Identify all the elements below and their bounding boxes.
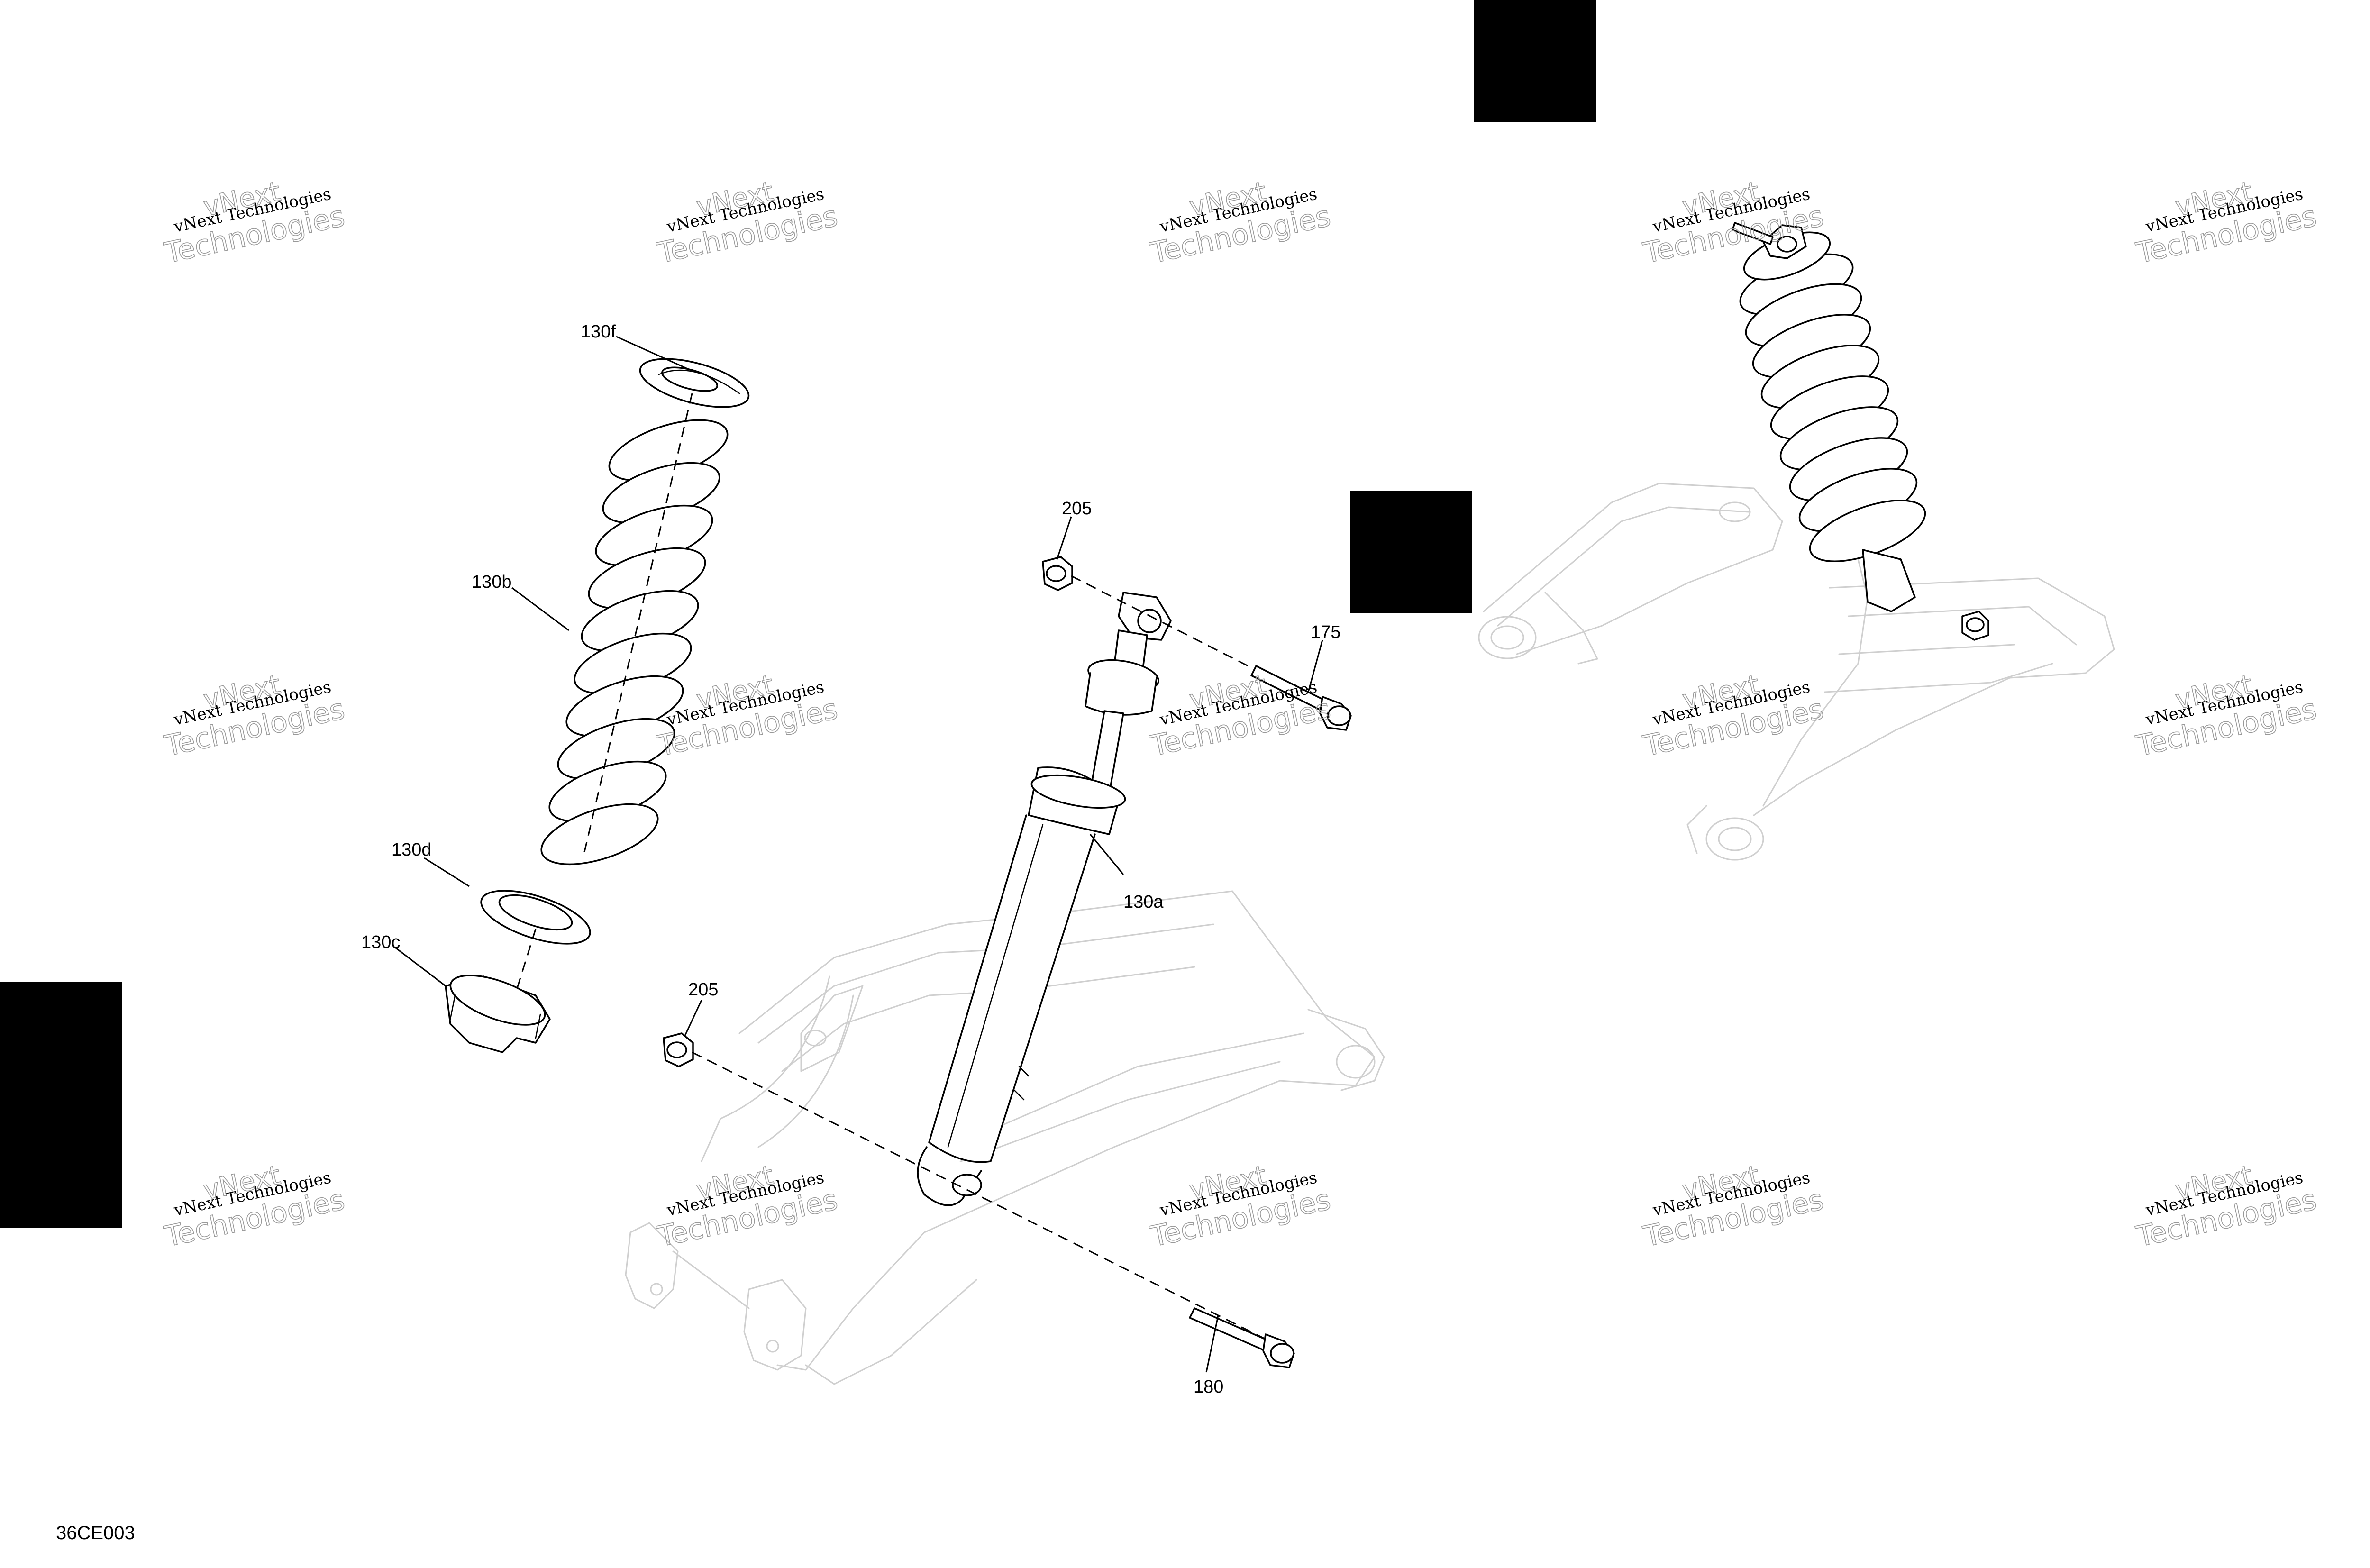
bolt-175 [1250, 665, 1352, 731]
nut-205-lower [663, 1032, 694, 1067]
watermark: vNext Technologies Technologies vNext [654, 1159, 841, 1254]
watermark: vNext Technologies Technologies vNext [654, 669, 841, 763]
assembled-view [1478, 222, 2115, 861]
shock-absorber-130a [917, 592, 1172, 1206]
watermark: vNext Technologies Technologies vNext [2133, 669, 2320, 763]
diagram-code: 36CE003 [56, 1522, 135, 1543]
watermark: vNext Technologies Technologies vNext [1640, 1159, 1827, 1254]
callout-205-lower: 205 [688, 980, 718, 1000]
watermark: vNext Technologies Technologies vNext [161, 176, 348, 270]
watermark: vNext Technologies Technologies vNext [1147, 176, 1334, 270]
callout-175: 175 [1311, 622, 1340, 642]
spring-retainer-130f [639, 358, 750, 408]
page-tab-middle [1350, 491, 1472, 613]
spring-seat-130d [480, 890, 591, 1005]
watermark: vNext Technologies Technologies vNext [161, 1159, 348, 1254]
watermark: vNext Technologies Technologies vNext [2133, 176, 2320, 270]
watermark-grid: vNext Technologies Technologies vNext vN… [161, 176, 2320, 1254]
page-tab-top [1474, 0, 1596, 122]
callout-130d: 130d [392, 840, 432, 860]
leader-lines [395, 336, 1323, 1373]
swing-arm-ghost [625, 890, 1385, 1385]
watermark: vNext Technologies Technologies vNext [161, 669, 348, 763]
page-tab-left [0, 982, 122, 1228]
watermark: vNext Technologies Technologies vNext [654, 176, 841, 270]
watermark: vNext Technologies Technologies vNext [1147, 1159, 1334, 1254]
watermark: vNext Technologies Technologies vNext [1147, 669, 1334, 763]
coil-spring-130b [540, 393, 729, 866]
watermark: vNext Technologies Technologies vNext [2133, 1159, 2320, 1254]
callout-180: 180 [1194, 1377, 1223, 1397]
bolt-180 [1189, 1307, 1295, 1368]
callout-130f: 130f [581, 322, 616, 342]
callout-130c: 130c [361, 932, 400, 952]
callout-130b: 130b [472, 572, 512, 592]
callout-130a: 130a [1123, 892, 1164, 912]
adjuster-ring-130c [445, 975, 551, 1053]
callout-205-upper: 205 [1062, 499, 1092, 519]
nut-205-upper [1042, 556, 1073, 591]
